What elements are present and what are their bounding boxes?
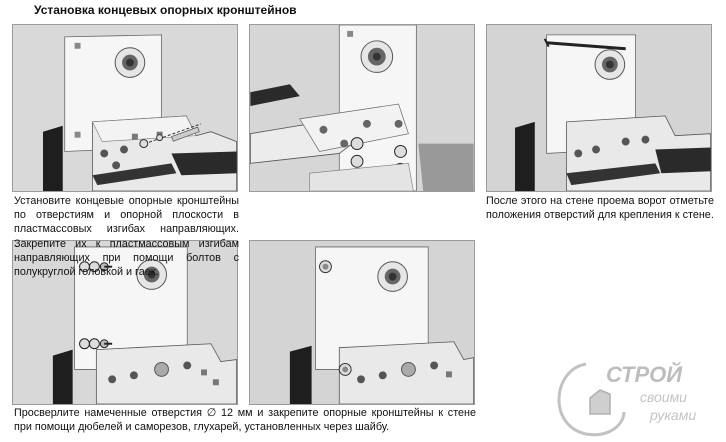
illustration-step1-bolts-closeup	[249, 24, 475, 192]
wall-marking-drawing	[487, 25, 711, 191]
stroy-svoimi-rukami-logo: СТРОЙ своими руками	[546, 352, 724, 440]
logo-hand-icon	[557, 362, 626, 437]
illustration-step2-marking-wall	[486, 24, 712, 192]
illustration-step3-anchor-bolts	[12, 240, 238, 405]
bracket-closeup-drawing	[250, 25, 474, 191]
logo-word-rukami: руками	[649, 407, 696, 423]
caption-step3: Просверлите намеченные отверстия ∅ 12 мм…	[14, 407, 476, 434]
caption-step2: После этого на стене проема ворот отметь…	[486, 195, 714, 222]
illustration-step3-fixed-bracket	[249, 240, 475, 405]
bracket-drawing	[13, 25, 237, 191]
page-title: Установка концевых опорных кронштейнов	[34, 3, 297, 17]
bottom-bolt	[79, 338, 113, 350]
anchor-bolts-drawing	[13, 241, 237, 404]
illustration-step1-bracket-bolting	[12, 24, 238, 192]
logo-word-stroy: СТРОЙ	[606, 361, 683, 387]
logo-word-svoimi: своими	[640, 389, 687, 405]
caption-step1: Установите концевые опорные кронштейны п…	[14, 195, 239, 279]
top-bolt	[79, 261, 113, 273]
fixed-bracket-drawing	[250, 241, 474, 404]
